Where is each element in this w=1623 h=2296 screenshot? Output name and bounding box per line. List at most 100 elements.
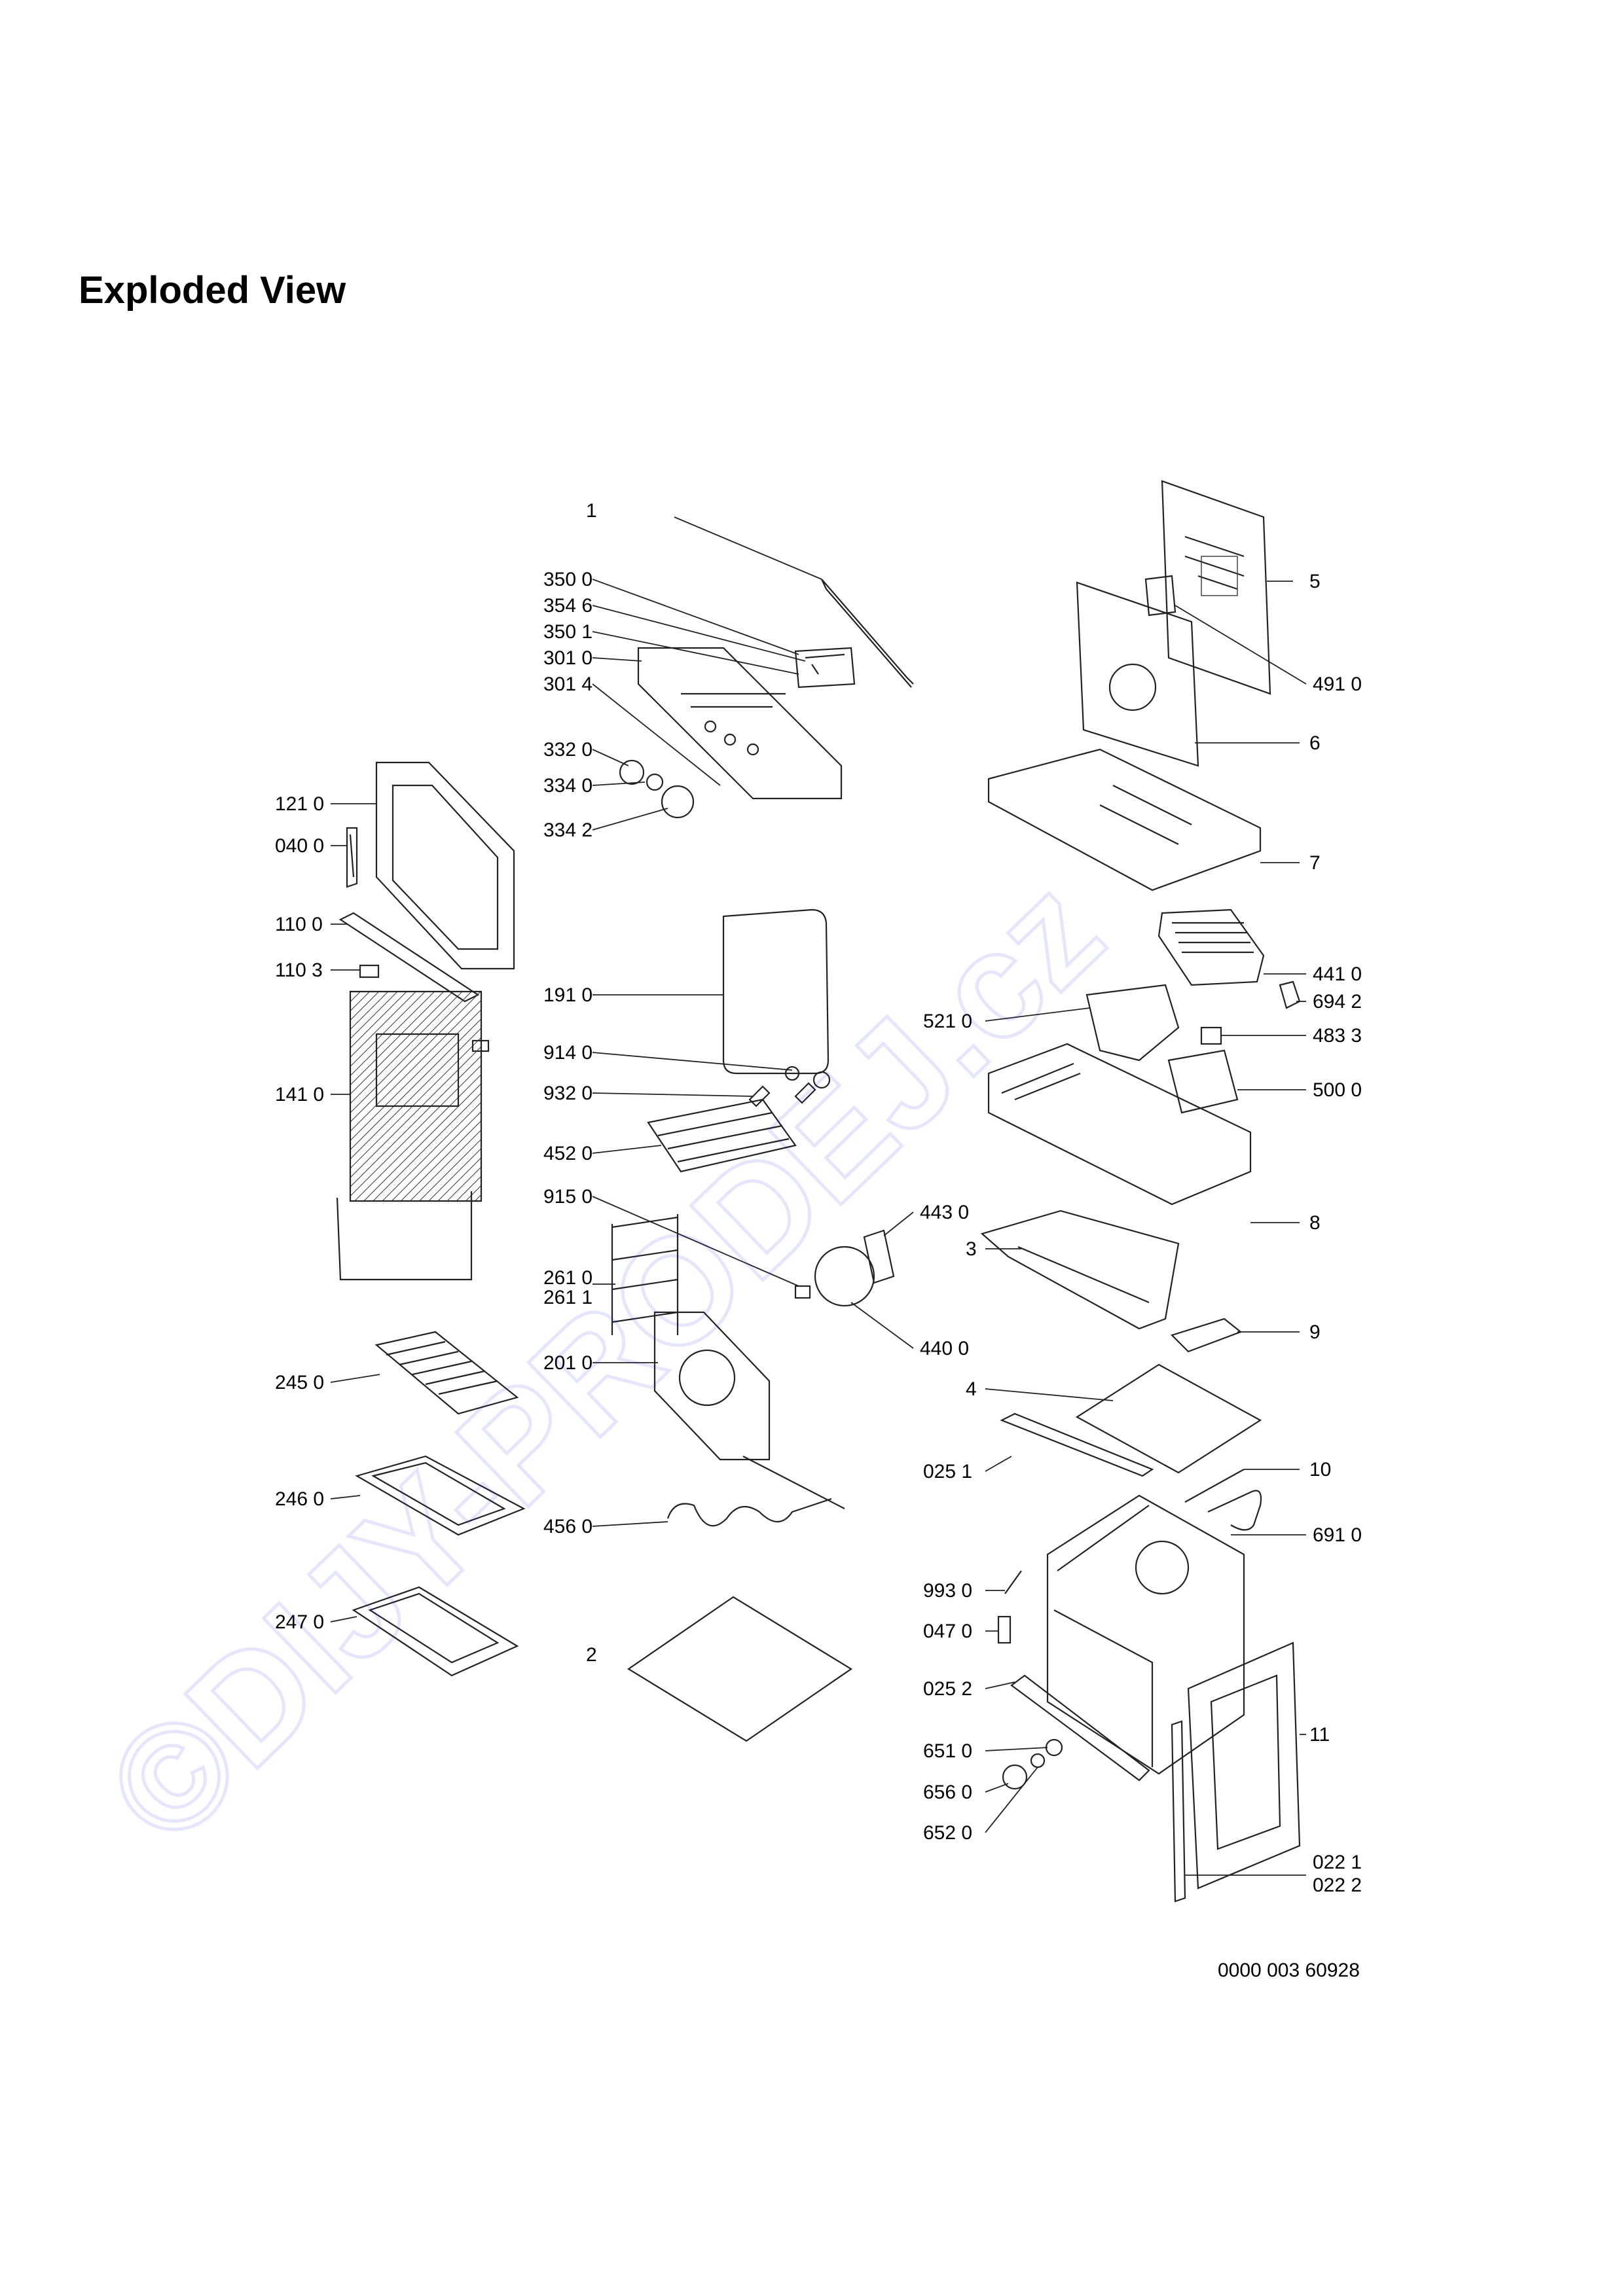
part-labels: 1 350 0 354 6 350 1 301 0 301 4 332 0 33… (275, 500, 1362, 1981)
label-2611: 261 1 (543, 1287, 593, 1308)
leader-6510 (985, 1747, 1048, 1751)
label-1: 1 (586, 500, 597, 522)
leader-3340 (592, 781, 646, 786)
part-hinge-040 (346, 827, 358, 888)
part-cavity-fan-opening (1135, 1540, 1190, 1595)
leader-4560 (592, 1521, 668, 1527)
label-9150: 915 0 (543, 1186, 593, 1208)
leader-2450 (330, 1374, 380, 1383)
label-4910: 491 0 (1313, 673, 1362, 695)
part-terminal-491 (1144, 575, 1176, 617)
part-knob-334 (646, 773, 664, 791)
label-6510: 651 0 (923, 1740, 972, 1762)
part-spring-932 (748, 1082, 816, 1107)
label-1910: 191 0 (543, 984, 593, 1006)
leader-2460 (330, 1495, 361, 1499)
part-knob-332 (619, 759, 645, 785)
label-3340: 334 0 (543, 775, 593, 797)
leader-3546 (592, 605, 806, 662)
drawing-number: 0000 003 60928 (1218, 1960, 1360, 1981)
part-panel-knob-hole-3 (746, 743, 759, 756)
label-0222: 022 2 (1313, 1874, 1362, 1896)
label-3342: 334 2 (543, 819, 593, 841)
label-10: 10 (1309, 1459, 1331, 1480)
parts-layer (336, 480, 1301, 1903)
label-9140: 914 0 (543, 1042, 593, 1064)
part-side-panel-11 (1187, 1641, 1301, 1890)
label-6520: 652 0 (923, 1822, 972, 1844)
label-4: 4 (966, 1378, 977, 1400)
leader-2470 (330, 1616, 357, 1623)
part-connector-694 (1279, 980, 1301, 1009)
label-3320: 332 0 (543, 739, 593, 761)
part-control-panel (637, 647, 843, 800)
label-5: 5 (1309, 571, 1321, 592)
part-top-cover-7 (987, 748, 1262, 891)
part-side-trim-022 (1171, 1720, 1186, 1903)
part-screw-993 (1004, 1570, 1022, 1594)
label-1210: 121 0 (275, 793, 324, 815)
part-deep-tray-247 (352, 1586, 519, 1677)
part-bottom-element-456 (666, 1456, 845, 1527)
leader-6520 (985, 1767, 1038, 1833)
part-bottom-plate-2 (627, 1596, 853, 1742)
leader-6560 (985, 1783, 1009, 1793)
label-6910: 691 0 (1313, 1524, 1362, 1546)
label-0400: 040 0 (275, 835, 324, 857)
label-3010: 301 0 (543, 647, 593, 669)
part-lamp-914 (784, 1066, 800, 1081)
part-sensor-10 (1184, 1469, 1245, 1503)
label-9930: 993 0 (923, 1580, 972, 1602)
part-hinge-receiver-047 (997, 1615, 1012, 1644)
part-shelf-support-261 (611, 1214, 679, 1335)
label-4560: 456 0 (543, 1516, 593, 1537)
part-rail-0251 (1000, 1412, 1154, 1477)
part-tangential-fan-441 (1158, 908, 1265, 986)
leader-lines (330, 516, 1307, 1876)
part-panel-knob-hole-1 (704, 720, 717, 733)
part-inner-glass (336, 1191, 473, 1281)
label-7: 7 (1309, 852, 1321, 874)
part-door-frame-121 (375, 761, 515, 970)
label-8: 8 (1309, 1212, 1321, 1234)
label-3: 3 (966, 1238, 977, 1260)
part-knob-656 (1002, 1764, 1028, 1790)
part-handle-rail-110 (338, 912, 480, 1003)
leader-1 (674, 516, 822, 580)
label-1103: 110 3 (275, 960, 323, 981)
part-baking-tray-246 (355, 1455, 526, 1536)
leader-4910 (1175, 605, 1307, 685)
label-9320: 932 0 (543, 1083, 593, 1104)
part-bracket-9 (1170, 1318, 1243, 1353)
label-3501: 350 1 (543, 621, 593, 643)
part-knob-651 (1045, 1738, 1063, 1757)
label-2010: 201 0 (543, 1352, 593, 1374)
label-5210: 521 0 (923, 1011, 972, 1032)
label-6942: 694 2 (1313, 991, 1362, 1013)
part-knob-3342 (661, 785, 695, 819)
leader-9150 (592, 1196, 799, 1287)
part-oven-cavity (1046, 1494, 1245, 1775)
leader-4430 (883, 1211, 914, 1236)
part-fan-nut-915 (794, 1285, 811, 1299)
part-thermostat-691 (1207, 1490, 1262, 1531)
part-fan-motor-443 (863, 1229, 895, 1284)
label-6: 6 (1309, 732, 1321, 754)
leader-9140 (592, 1052, 793, 1071)
label-4520: 452 0 (543, 1143, 593, 1164)
part-lamp-914b (812, 1071, 831, 1089)
part-knob-652 (1030, 1753, 1046, 1768)
label-4833: 483 3 (1313, 1025, 1362, 1047)
part-panel-knob-hole-2 (723, 733, 737, 746)
label-1100: 110 0 (275, 914, 323, 935)
part-rear-panel-5 (1161, 480, 1271, 695)
label-3014: 301 4 (543, 673, 593, 695)
leader-3014 (592, 683, 721, 786)
label-2610: 261 0 (543, 1267, 593, 1289)
leader-0251 (985, 1456, 1012, 1472)
part-end-cap-1103 (359, 964, 380, 978)
label-1410: 141 0 (275, 1084, 324, 1105)
part-support-frame-3 (980, 1210, 1180, 1330)
part-fan-blade-440 (814, 1246, 875, 1307)
